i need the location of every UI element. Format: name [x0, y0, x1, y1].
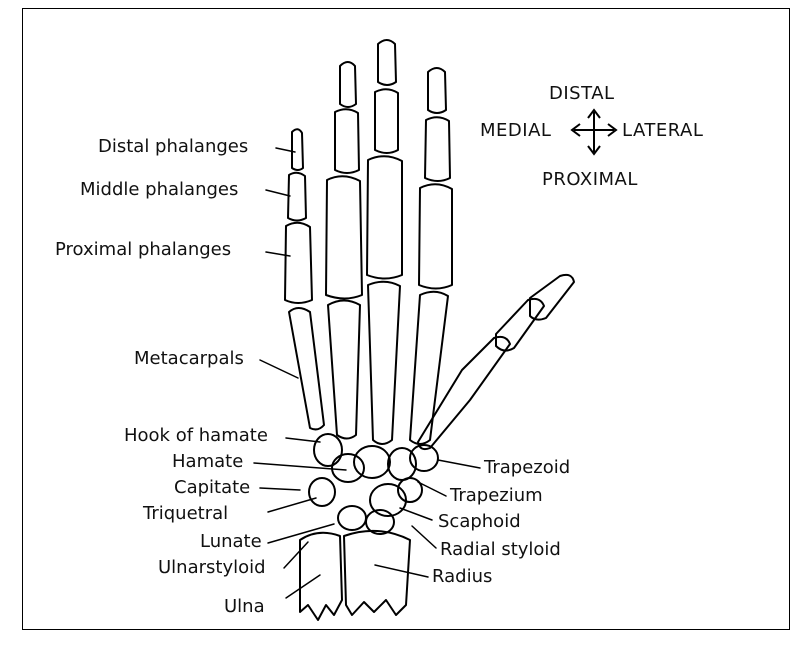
index-finger [409, 67, 453, 445]
label-trapezium: Trapezium [450, 485, 543, 506]
carpal-bones [308, 433, 439, 535]
label-ulna: Ulna [224, 596, 265, 617]
label-trapezoid: Trapezoid [484, 457, 571, 478]
label-medial: MEDIAL [480, 120, 552, 141]
diagram-frame [22, 8, 790, 630]
label-hook-of-hamate: Hook of hamate [124, 425, 268, 446]
label-distal-phalanges: Distal phalanges [98, 136, 249, 157]
label-scaphoid: Scaphoid [438, 511, 521, 532]
label-radius: Radius [432, 566, 493, 587]
middle-finger [366, 39, 403, 445]
orientation-arrows [570, 108, 618, 156]
label-metacarpals: Metacarpals [134, 348, 244, 369]
label-proximal-phalanges: Proximal phalanges [55, 239, 232, 260]
label-ulnar-styloid: Ulnarstyloid [158, 557, 266, 578]
label-radial-styloid: Radial styloid [440, 539, 561, 560]
thumb [417, 273, 575, 451]
little-finger [284, 128, 325, 431]
label-hamate: Hamate [172, 451, 244, 472]
label-lunate: Lunate [200, 531, 262, 552]
label-lateral: LATERAL [622, 120, 704, 141]
label-middle-phalanges: Middle phalanges [80, 179, 239, 200]
label-distal: DISTAL [549, 83, 615, 104]
forearm-bones [299, 529, 411, 621]
label-capitate: Capitate [174, 477, 251, 498]
label-proximal: PROXIMAL [542, 169, 638, 190]
ring-finger [325, 61, 363, 440]
label-triquetral: Triquetral [143, 503, 229, 524]
